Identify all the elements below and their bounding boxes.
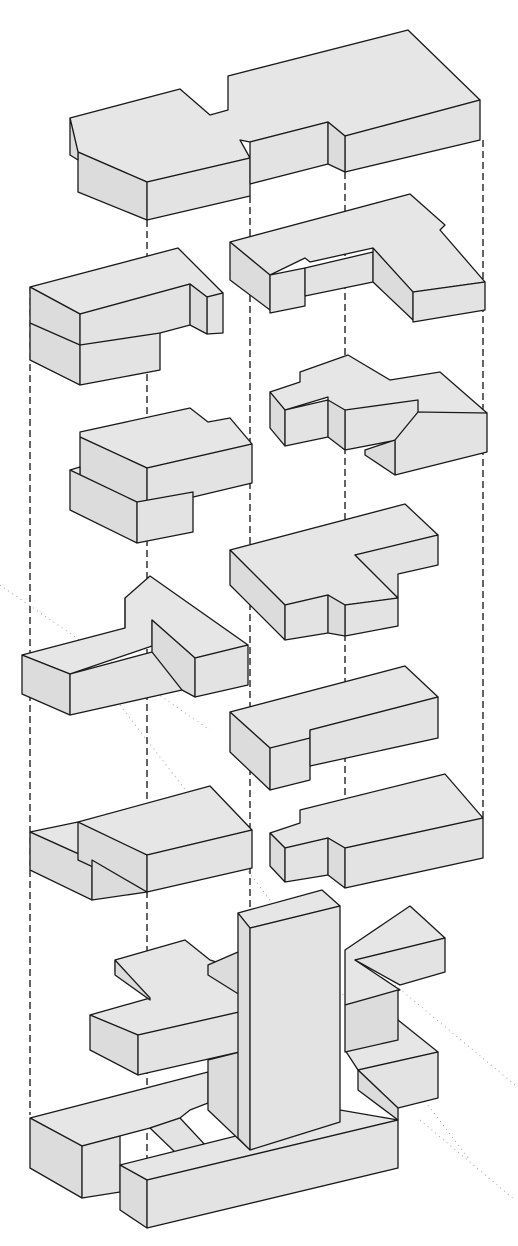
ground-floor-assembly	[29, 889, 446, 1229]
floor-block-4-right	[229, 665, 439, 791]
floor-block-3-right	[229, 503, 439, 641]
roof-slab-block	[69, 29, 481, 221]
floor-block-2-right	[269, 354, 488, 476]
floor-block-3-left	[21, 575, 249, 716]
floor-block-2-left	[69, 407, 253, 544]
ground-plane-lines	[0, 584, 516, 1201]
floor-block-1-right	[229, 193, 486, 323]
floor-block-1-left	[29, 247, 224, 386]
floor-block-5-left	[29, 785, 253, 901]
floor-block-5-right	[269, 773, 484, 889]
